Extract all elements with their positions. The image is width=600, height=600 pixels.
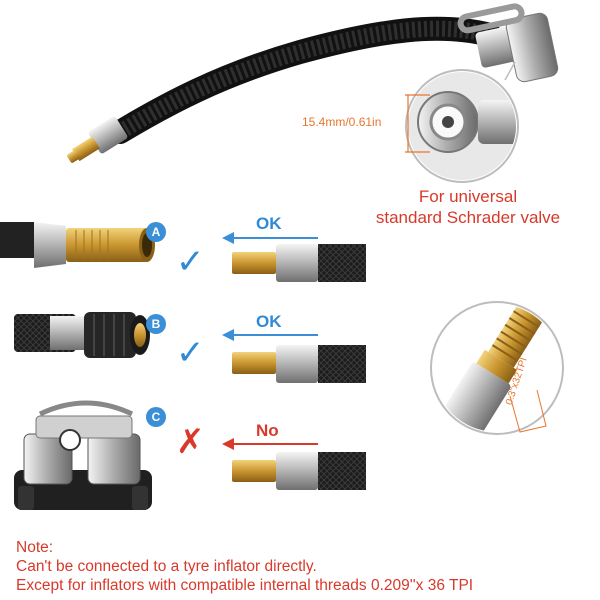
caption-line-1: For universal (418, 187, 518, 206)
row-b-fitting (14, 312, 150, 358)
check-icon-a: ✓ (176, 243, 205, 281)
thread-closeup (430, 301, 564, 435)
ok-label-b: OK (256, 312, 282, 331)
note-line-2: Except for inflators with compatible int… (16, 577, 474, 594)
no-label-c: No (256, 421, 279, 440)
check-icon-b: ✓ (176, 334, 205, 372)
dimension-bracket (405, 94, 430, 153)
note-line-1: Can't be connected to a tyre inflator di… (16, 558, 317, 575)
row-c-adapter (232, 452, 366, 490)
cross-icon-c: ✗ (176, 423, 205, 461)
badge-b: B (146, 314, 166, 334)
badge-a: A (146, 222, 166, 242)
caption-line-2: standard Schrader valve (375, 208, 561, 227)
row-b-arrow (222, 329, 318, 341)
row-c-compressor (14, 400, 152, 510)
row-a-adapter (232, 244, 366, 282)
note-title: Note: (16, 539, 54, 556)
row-c-arrow (222, 438, 318, 450)
dimension-label: 15.4mm/0.61in (302, 115, 382, 129)
row-b-adapter (232, 345, 366, 383)
hose-assembly-top (67, 3, 559, 163)
chuck-closeup (405, 61, 519, 183)
badge-c: C (146, 407, 166, 427)
row-a-arrow (222, 232, 318, 244)
ok-label-a: OK (256, 214, 282, 233)
row-a-fitting (0, 222, 155, 268)
